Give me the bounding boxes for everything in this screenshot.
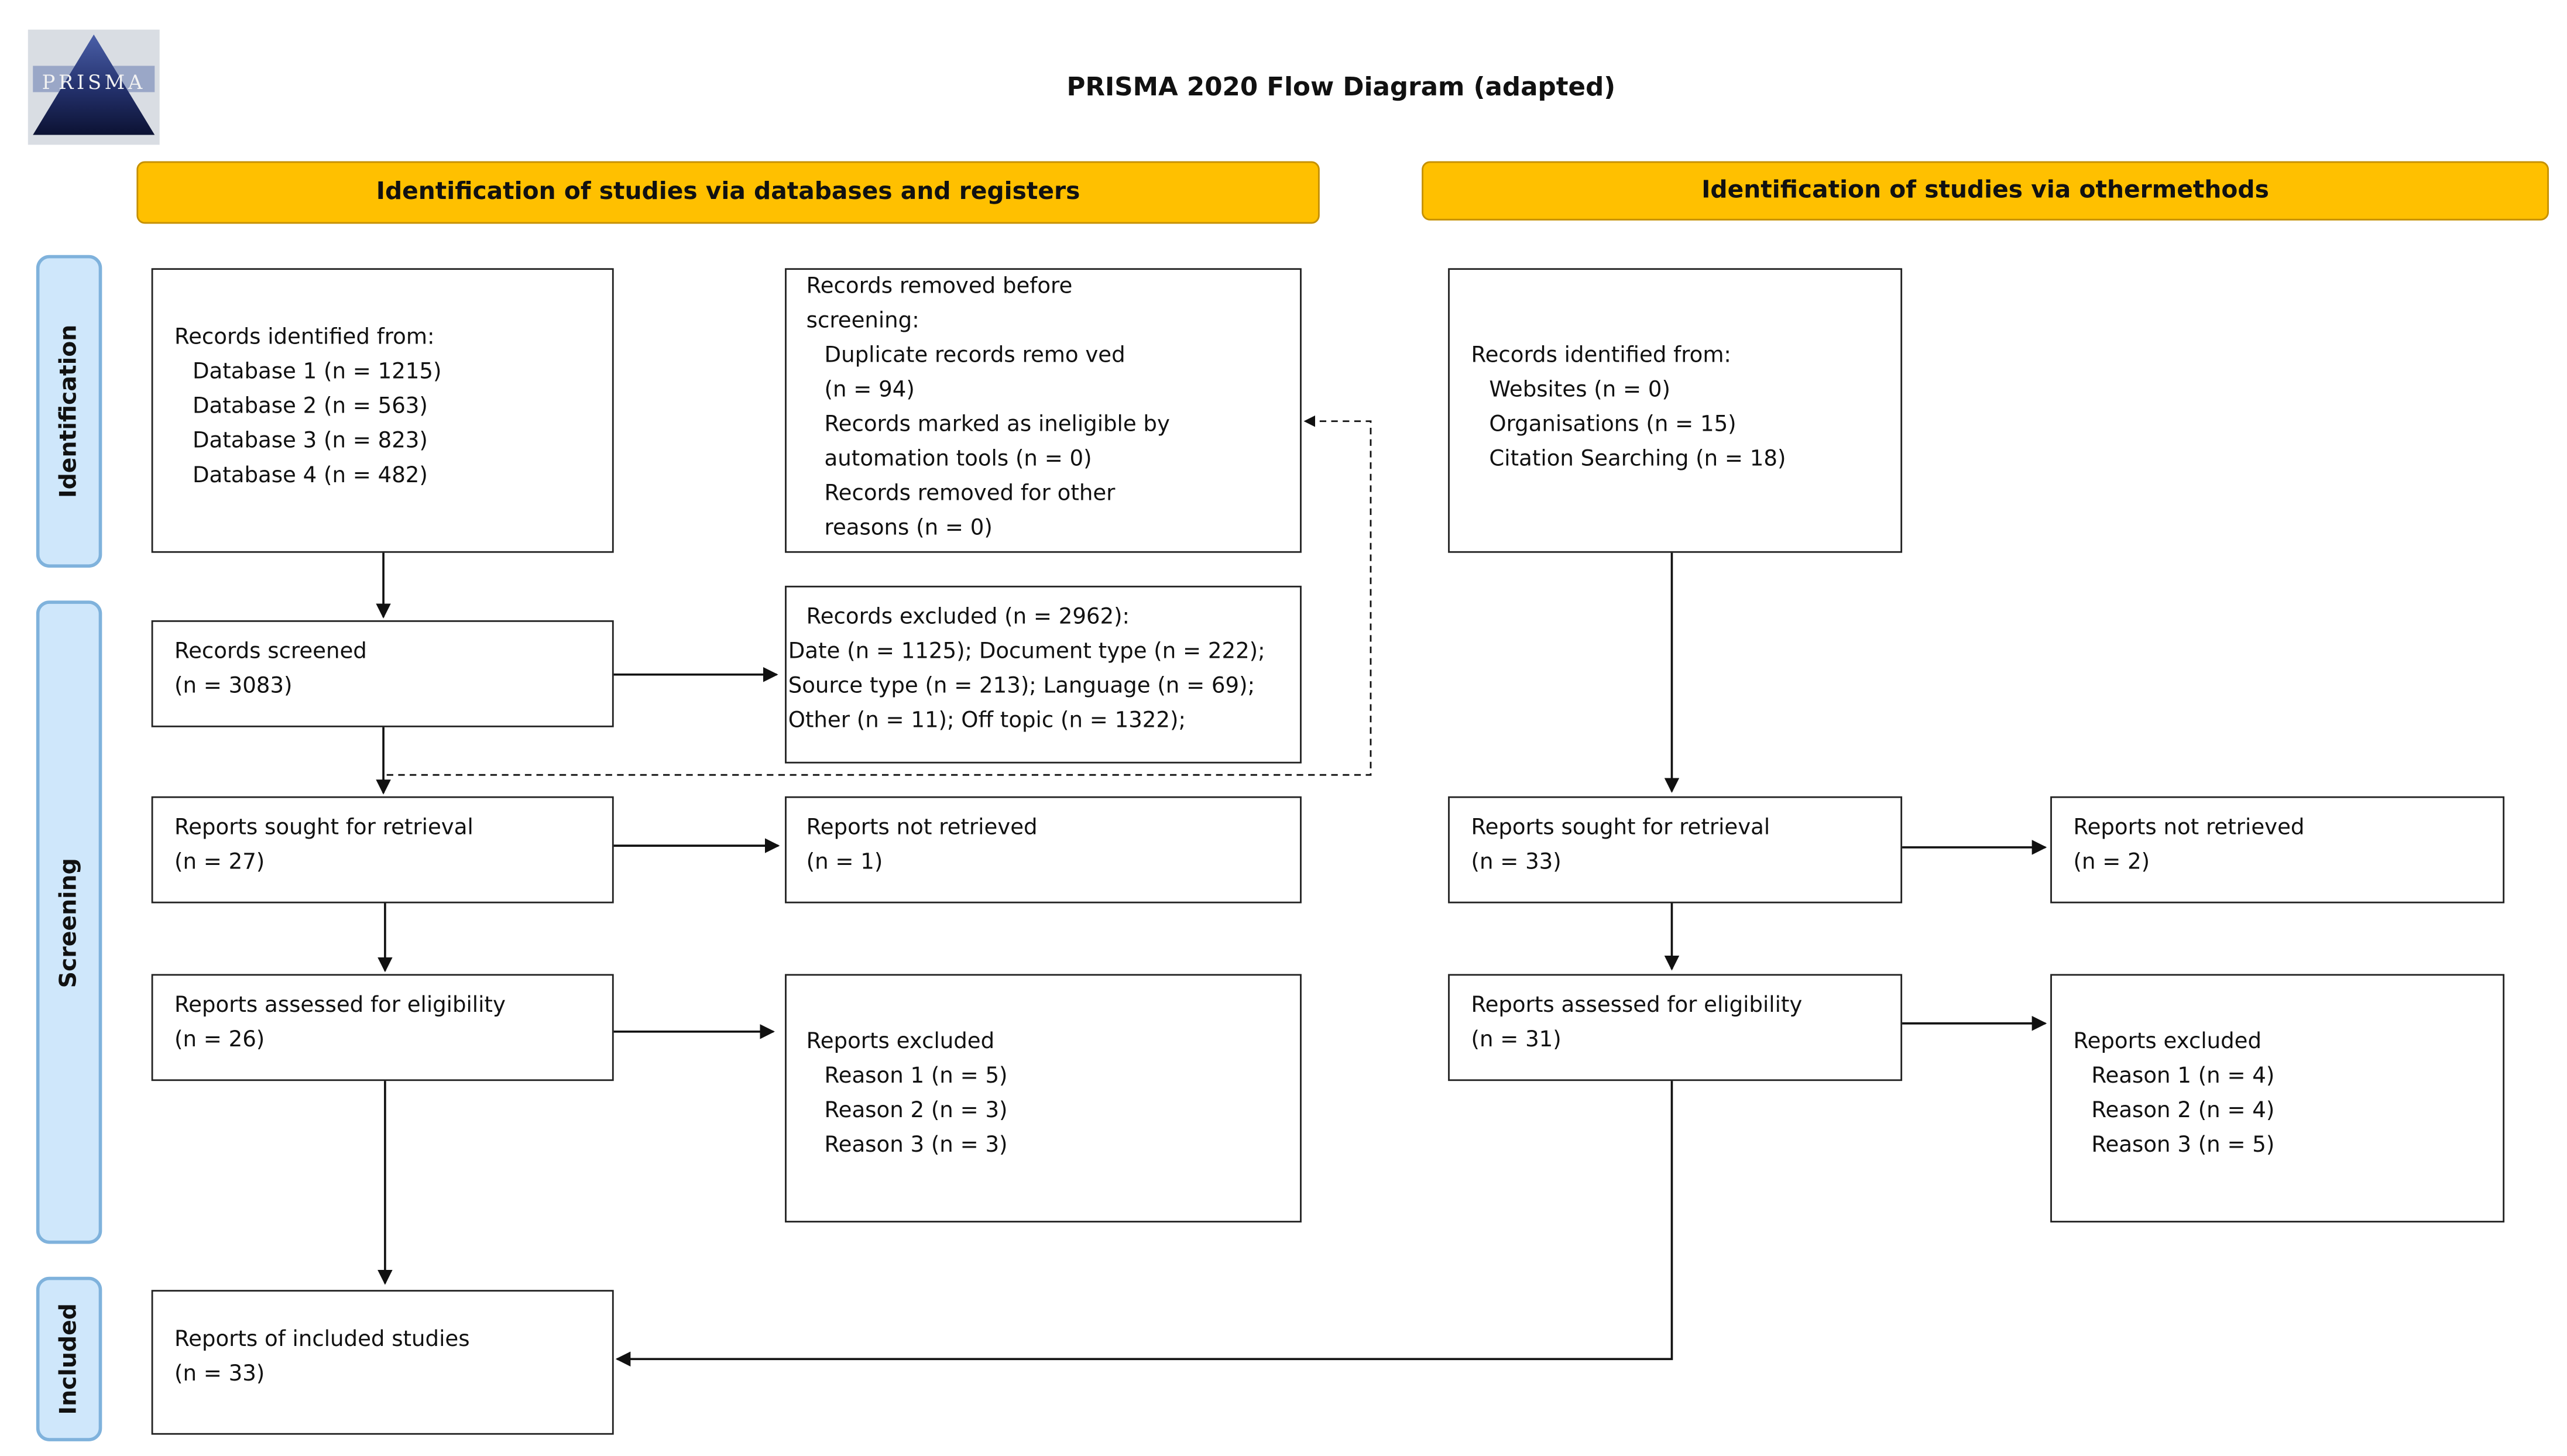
db-not-retrieved-label: Reports not retrieved [806, 816, 1038, 841]
stage-screening: Screening [36, 600, 102, 1244]
box-records-screened: Records screened (n = 3083) [151, 620, 614, 727]
removed-item: reasons (n = 0) [824, 516, 993, 541]
removed-item: Duplicate records remo ved [824, 344, 1125, 369]
band-other-methods: Identification of studies via othermetho… [1422, 161, 2549, 221]
box-db-records-identified: Records identified from: Database 1 (n =… [151, 268, 614, 553]
box-other-reports-sought: Reports sought for retrieval (n = 33) [1448, 796, 1903, 904]
removed-line: Records removed before [806, 274, 1073, 300]
other-sought-count: (n = 33) [1471, 850, 1562, 875]
db-reason-item: Reason 1 (n = 5) [824, 1064, 1008, 1090]
stage-identification: Identification [36, 255, 102, 568]
other-sought-label: Reports sought for retrieval [1471, 816, 1770, 841]
removed-item: Records removed for other [824, 482, 1116, 507]
db-sought-label: Reports sought for retrieval [174, 816, 473, 841]
other-identified-item: Websites (n = 0) [1489, 378, 1670, 403]
box-db-reports-sought: Reports sought for retrieval (n = 27) [151, 796, 614, 904]
included-count: (n = 33) [174, 1362, 265, 1388]
box-db-reports-not-retrieved: Reports not retrieved (n = 1) [785, 796, 1302, 904]
other-assessed-count: (n = 31) [1471, 1028, 1562, 1053]
prisma-logo: PRISMA [28, 29, 160, 145]
box-other-reports-assessed: Reports assessed for eligibility (n = 31… [1448, 974, 1903, 1081]
screened-count: (n = 3083) [174, 674, 293, 699]
prisma-logo-icon [28, 29, 160, 145]
box-other-reports-excluded: Reports excluded Reason 1 (n = 4) Reason… [2050, 974, 2505, 1223]
box-db-reports-assessed: Reports assessed for eligibility (n = 26… [151, 974, 614, 1081]
other-reason-item: Reason 1 (n = 4) [2091, 1064, 2275, 1090]
other-identified-heading: Records identified from: [1471, 344, 1731, 369]
other-reason-item: Reason 3 (n = 5) [2091, 1134, 2275, 1159]
removed-line: screening: [806, 309, 919, 334]
diagram-title: PRISMA 2020 Flow Diagram (adapted) [1066, 72, 1616, 102]
db-sought-count: (n = 27) [174, 850, 265, 875]
arrow-other-assessed-to-included [615, 1081, 1673, 1367]
removed-item: (n = 94) [824, 378, 915, 403]
screened-label: Records screened [174, 640, 367, 665]
box-db-reports-excluded: Reports excluded Reason 1 (n = 5) Reason… [785, 974, 1302, 1223]
db-assessed-count: (n = 26) [174, 1028, 265, 1053]
other-not-retrieved-label: Reports not retrieved [2073, 816, 2305, 841]
stage-included: Included [36, 1276, 102, 1441]
db-identified-item: Database 2 (n = 563) [192, 394, 428, 420]
box-records-removed: Records removed before screening: Duplic… [785, 268, 1302, 553]
other-reports-excluded-heading: Reports excluded [2073, 1029, 2262, 1055]
excluded-line: Source type (n = 213); Language (n = 69)… [788, 674, 1255, 699]
db-identified-item: Database 3 (n = 823) [192, 429, 428, 454]
db-reports-excluded-heading: Reports excluded [806, 1029, 995, 1055]
band-databases-label: Identification of studies via databases … [376, 179, 1080, 206]
db-assessed-label: Reports assessed for eligibility [174, 994, 506, 1019]
db-identified-heading: Records identified from: [174, 325, 435, 351]
band-other-label: Identification of studies via othermetho… [1701, 177, 2269, 204]
box-reports-included: Reports of included studies (n = 33) [151, 1290, 614, 1435]
band-databases-registers: Identification of studies via databases … [136, 161, 1320, 224]
removed-item: Records marked as ineligible by [824, 413, 1170, 438]
db-identified-item: Database 4 (n = 482) [192, 463, 428, 489]
included-label: Reports of included studies [174, 1327, 470, 1353]
logo-text: PRISMA [42, 70, 146, 94]
other-reason-item: Reason 2 (n = 4) [2091, 1099, 2275, 1124]
db-identified-item: Database 1 (n = 1215) [192, 360, 442, 385]
excluded-heading: Records excluded (n = 2962): [806, 605, 1130, 630]
dashed-connector-screened-to-removed [386, 415, 1372, 776]
db-reason-item: Reason 2 (n = 3) [824, 1099, 1008, 1124]
db-reason-item: Reason 3 (n = 3) [824, 1134, 1008, 1159]
other-identified-item: Citation Searching (n = 18) [1489, 447, 1786, 472]
box-records-excluded: Records excluded (n = 2962): Date (n = 1… [785, 585, 1302, 764]
box-other-records-identified: Records identified from: Websites (n = 0… [1448, 268, 1903, 553]
removed-item: automation tools (n = 0) [824, 447, 1092, 472]
other-identified-item: Organisations (n = 15) [1489, 413, 1737, 438]
other-assessed-label: Reports assessed for eligibility [1471, 994, 1803, 1019]
box-other-reports-not-retrieved: Reports not retrieved (n = 2) [2050, 796, 2505, 904]
db-not-retrieved-count: (n = 1) [806, 850, 883, 875]
excluded-line: Date (n = 1125); Document type (n = 222)… [788, 640, 1265, 665]
other-not-retrieved-count: (n = 2) [2073, 850, 2150, 875]
excluded-line: Other (n = 11); Off topic (n = 1322); [788, 709, 1186, 734]
